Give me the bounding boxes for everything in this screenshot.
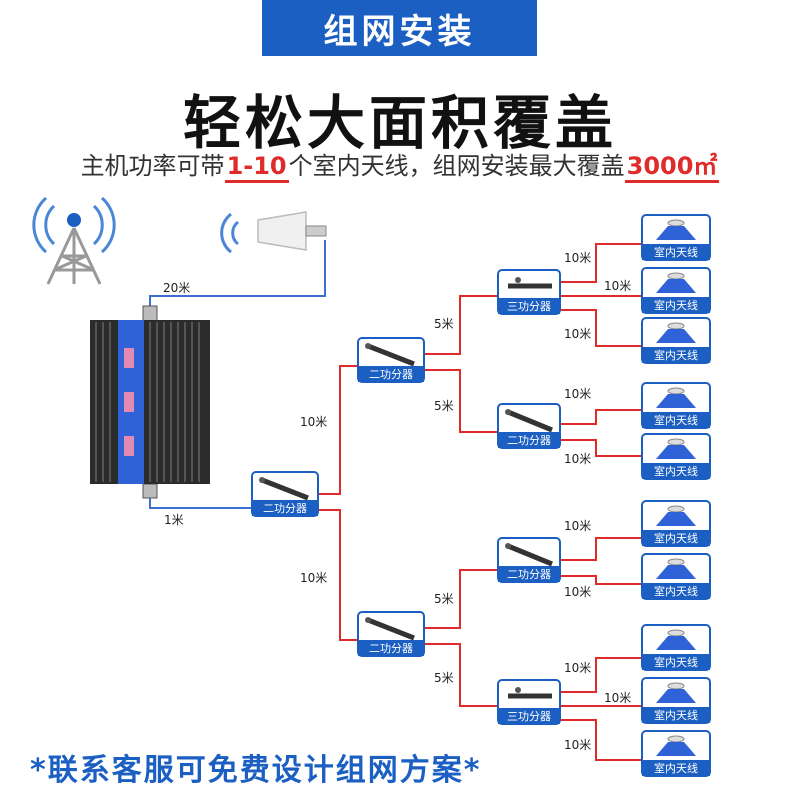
feeder-cables: [318, 243, 642, 761]
splitter-icon: [505, 409, 553, 433]
subtitle-area: 3000㎡: [624, 152, 720, 183]
indoor-antenna-label: 室内天线: [654, 348, 698, 362]
ceiling-antenna-icon: [656, 505, 696, 526]
page-title: 轻松大面积覆盖: [182, 89, 617, 157]
section-banner: 组网安装: [262, 0, 537, 56]
cable-length-label: 10米: [300, 571, 327, 585]
splitter-label: 二功分器: [507, 568, 551, 581]
splitter-two-way: 二功分器: [357, 337, 425, 383]
cable-length-label: 10米: [564, 251, 591, 265]
splitter-icon: [365, 617, 415, 641]
booster-host-icon: [90, 305, 210, 499]
splitter-icon: [505, 543, 553, 567]
ceiling-antenna-icon: [656, 322, 696, 343]
splitter-icon: [508, 277, 552, 289]
splitter-label: 三功分器: [507, 710, 551, 723]
splitter-label: 三功分器: [507, 300, 551, 313]
ceiling-antenna-icon: [656, 219, 696, 240]
ceiling-antenna-icon: [656, 735, 696, 756]
subtitle-pre: 主机功率可带: [80, 152, 225, 180]
indoor-antenna: 室内天线: [641, 267, 711, 314]
indoor-antenna: 室内天线: [641, 382, 711, 429]
splitter-two-way: 二功分器: [357, 611, 425, 657]
splitter-label: 二功分器: [369, 368, 413, 381]
ceiling-antenna-icon: [656, 438, 696, 459]
indoor-antenna-label: 室内天线: [654, 761, 698, 775]
cable-length-label: 5米: [434, 592, 454, 606]
indoor-antenna: 室内天线: [641, 553, 711, 600]
cable-length-label: 10米: [564, 519, 591, 533]
ceiling-antenna-icon: [656, 682, 696, 703]
cable-length-label: 10米: [564, 661, 591, 675]
cable-length-label: 5米: [434, 399, 454, 413]
indoor-antenna: 室内天线: [641, 677, 711, 724]
splitter-two-way: 二功分器: [251, 471, 319, 517]
indoor-antenna-label: 室内天线: [654, 708, 698, 722]
indoor-antenna-label: 室内天线: [654, 464, 698, 478]
cable-length-label: 10米: [564, 387, 591, 401]
indoor-antenna: 室内天线: [641, 730, 711, 777]
signal-tower-icon: [32, 196, 116, 285]
ceiling-antenna-icon: [656, 558, 696, 579]
indoor-antenna: 室内天线: [641, 317, 711, 364]
splitter-icon: [508, 687, 552, 699]
splitter-two-way: 二功分器: [497, 537, 561, 583]
cable-length-label: 10米: [300, 415, 327, 429]
ceiling-antenna-icon: [656, 272, 696, 293]
indoor-antenna-label: 室内天线: [654, 531, 698, 545]
cable-length-label: 5米: [434, 317, 454, 331]
subtitle-range: 1-10: [224, 152, 289, 183]
subtitle: 主机功率可带1-10个室内天线，组网安装最大覆盖3000㎡: [0, 146, 800, 183]
indoor-antenna: 室内天线: [641, 433, 711, 480]
indoor-antenna-label: 室内天线: [654, 245, 698, 259]
indoor-antenna-label: 室内天线: [654, 298, 698, 312]
cable-length-label: 20米: [163, 281, 190, 295]
indoor-antenna-label: 室内天线: [654, 413, 698, 427]
cable-length-label: 10米: [604, 691, 631, 705]
footer-note: *联系客服可免费设计组网方案*: [30, 753, 482, 788]
splitter-icon: [365, 343, 415, 367]
cable-length-label: 10米: [564, 452, 591, 466]
splitter-label: 二功分器: [369, 642, 413, 655]
indoor-antenna-label: 室内天线: [654, 584, 698, 598]
yagi-antenna-icon: [220, 211, 327, 254]
cable-length-label: 10米: [604, 279, 631, 293]
cable-length-label: 1米: [164, 513, 184, 527]
splitter-three-way: 三功分器: [497, 269, 561, 315]
ceiling-antenna-icon: [656, 629, 696, 650]
cable-length-label: 10米: [564, 738, 591, 752]
splitter-three-way: 三功分器: [497, 679, 561, 725]
host-output-cable: [149, 498, 258, 509]
indoor-antenna: 室内天线: [641, 500, 711, 547]
cable-length-label: 5米: [434, 671, 454, 685]
cable-length-label: 10米: [564, 327, 591, 341]
cable-length-label: 10米: [564, 585, 591, 599]
indoor-antenna-label: 室内天线: [654, 655, 698, 669]
splitter-label: 二功分器: [263, 502, 307, 515]
host-input-cable: [149, 240, 326, 320]
splitter-icon: [259, 477, 309, 501]
indoor-antenna: 室内天线: [641, 214, 711, 261]
subtitle-mid: 个室内天线，组网安装最大覆盖: [288, 152, 625, 180]
splitter-two-way: 二功分器: [497, 403, 561, 449]
splitter-label: 二功分器: [507, 434, 551, 447]
indoor-antenna: 室内天线: [641, 624, 711, 671]
ceiling-antenna-icon: [656, 387, 696, 408]
